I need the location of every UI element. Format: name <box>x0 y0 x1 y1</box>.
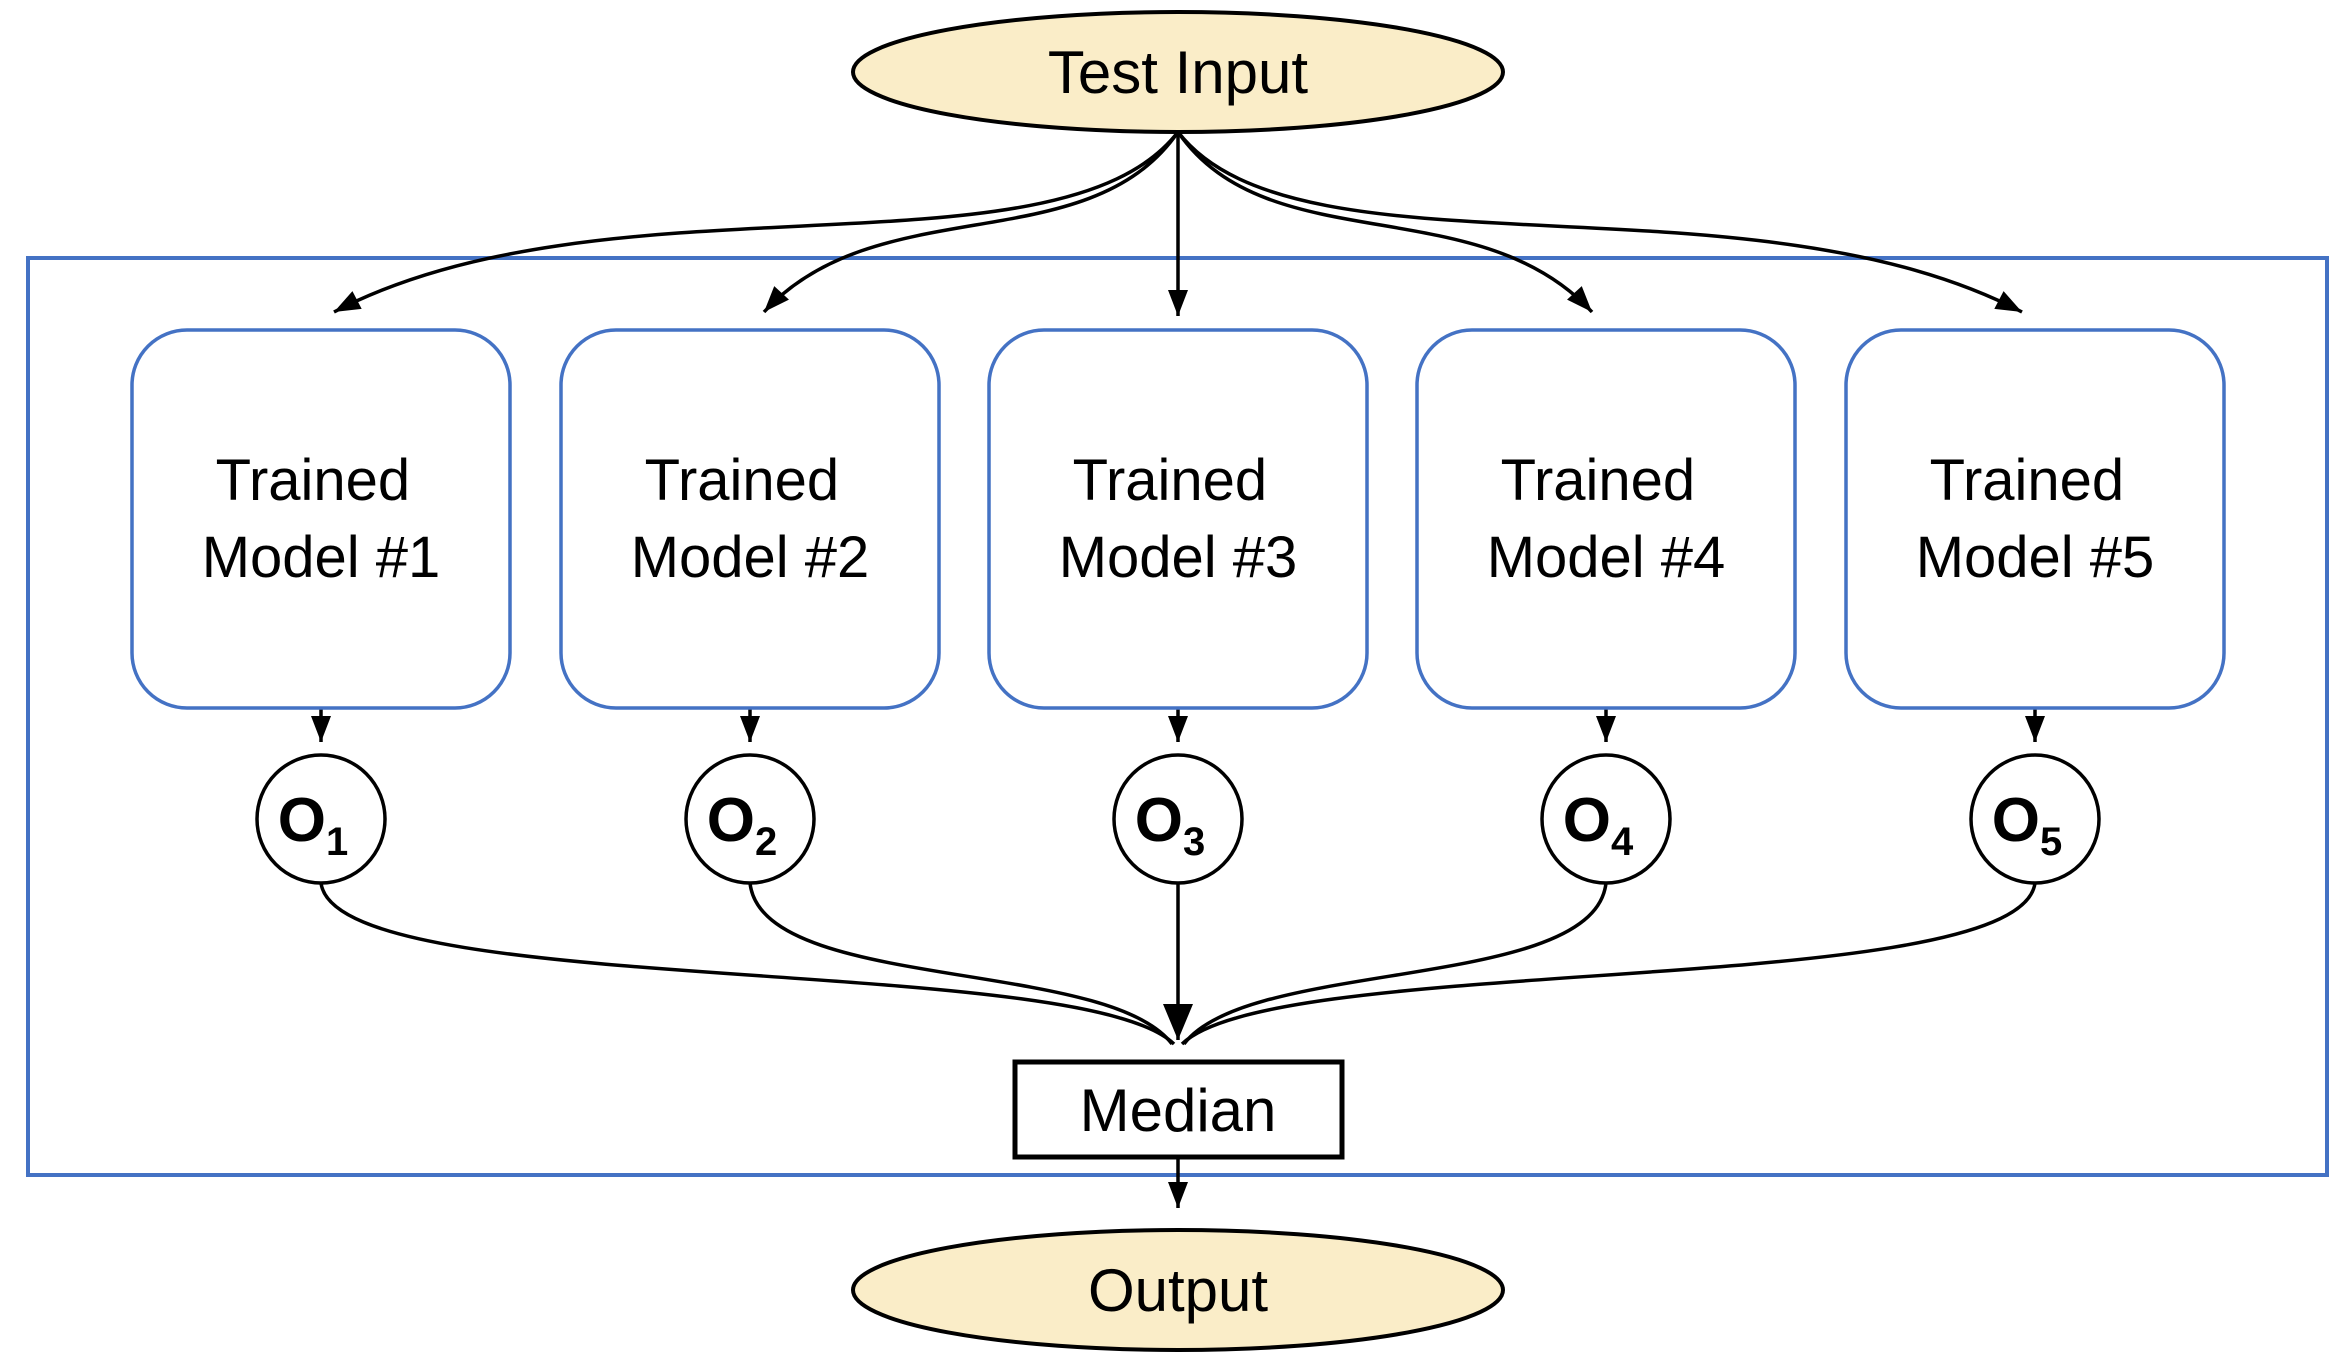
curve-o1-to-median <box>319 882 1176 1046</box>
model-node-3: Trained Model #3 <box>987 328 1369 710</box>
model-3-label: Trained Model #3 <box>1059 448 1298 590</box>
o5-label: O5 <box>1992 786 2062 864</box>
o2-label: O2 <box>707 786 777 864</box>
curve-o4-to-median <box>1182 882 1608 1046</box>
model-node-1: Trained Model #1 <box>130 328 512 710</box>
median-label: Median <box>1080 1077 1277 1144</box>
output-circle-2: O2 <box>684 753 816 885</box>
model-3-box <box>987 328 1369 710</box>
model-node-5: Trained Model #5 <box>1844 328 2226 710</box>
output-node: Output <box>851 1228 1505 1352</box>
o2-circle <box>684 753 816 885</box>
output-ellipse <box>851 1228 1505 1352</box>
test-input-ellipse <box>851 10 1505 134</box>
arrow-test-input-to-model-4 <box>1176 131 1594 314</box>
o3-label: O3 <box>1135 786 1205 864</box>
model-4-label: Trained Model #4 <box>1487 448 1726 590</box>
output-circle-3: O3 <box>1112 753 1244 885</box>
model-5-label: Trained Model #5 <box>1916 448 2155 590</box>
arrow-test-input-to-model-2 <box>762 131 1180 314</box>
o1-circle <box>255 753 387 885</box>
o3-circle <box>1112 753 1244 885</box>
arrows-test-input-to-models <box>333 130 2023 316</box>
arrows-models-to-outputs <box>311 708 2045 742</box>
model-node-2: Trained Model #2 <box>559 328 941 710</box>
output-circle-4: O4 <box>1540 753 1672 885</box>
model-node-4: Trained Model #4 <box>1415 328 1797 710</box>
o4-label: O4 <box>1563 786 1634 864</box>
o5-circle <box>1969 753 2101 885</box>
output-circle-5: O5 <box>1969 753 2101 885</box>
test-input-label: Test Input <box>1048 39 1308 106</box>
test-input-node: Test Input <box>851 10 1505 134</box>
o1-label: O1 <box>278 786 348 864</box>
model-2-label: Trained Model #2 <box>631 448 870 590</box>
output-label: Output <box>1088 1257 1268 1324</box>
o4-circle <box>1540 753 1672 885</box>
model-2-box <box>559 328 941 710</box>
curve-o5-to-median <box>1180 882 2037 1046</box>
model-1-box <box>130 328 512 710</box>
arrow-test-input-to-model-5 <box>1176 130 2023 314</box>
output-circle-1: O1 <box>255 753 387 885</box>
model-1-label: Trained Model #1 <box>202 448 441 590</box>
model-5-box <box>1844 328 2226 710</box>
curve-o2-to-median <box>748 882 1174 1046</box>
median-box <box>1012 1059 1345 1160</box>
arrow-test-input-to-model-1 <box>333 130 1180 314</box>
median-node: Median <box>1012 1059 1345 1160</box>
arrows-outputs-to-median <box>319 882 2037 1046</box>
model-4-box <box>1415 328 1797 710</box>
